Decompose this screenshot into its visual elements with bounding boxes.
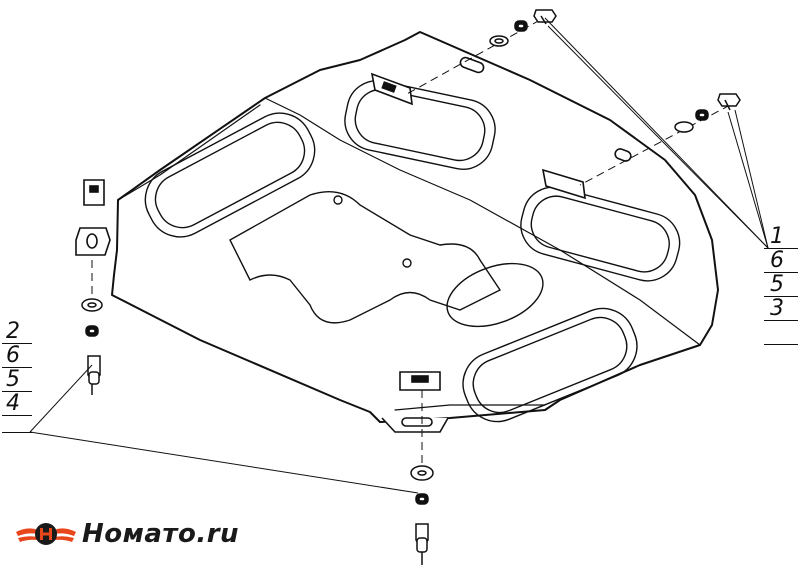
bolt (533, 9, 557, 23)
plate-outline (111, 31, 719, 423)
callout-number: 3 (770, 296, 784, 321)
callout-number: 6 (770, 248, 784, 273)
plate-window (344, 80, 496, 170)
bolt (717, 93, 741, 107)
car-wings-logo-icon (16, 523, 76, 545)
plate-window (462, 307, 638, 423)
plate-window (520, 186, 681, 282)
callout-number: 2 (6, 319, 20, 344)
bracket-right (541, 168, 586, 200)
callout-number: 5 (6, 367, 20, 392)
washer (674, 121, 694, 133)
callout-number: 4 (6, 391, 20, 416)
callout-number: 5 (770, 272, 784, 297)
brand-logo[interactable]: Номато.ru (14, 514, 239, 554)
callout-number: 1 (770, 224, 784, 249)
center-stamp (229, 191, 502, 324)
callout-number: 6 (6, 343, 20, 368)
plate-window (144, 112, 316, 238)
access-hole (446, 262, 544, 328)
brand-name: Номато.ru (82, 519, 240, 549)
